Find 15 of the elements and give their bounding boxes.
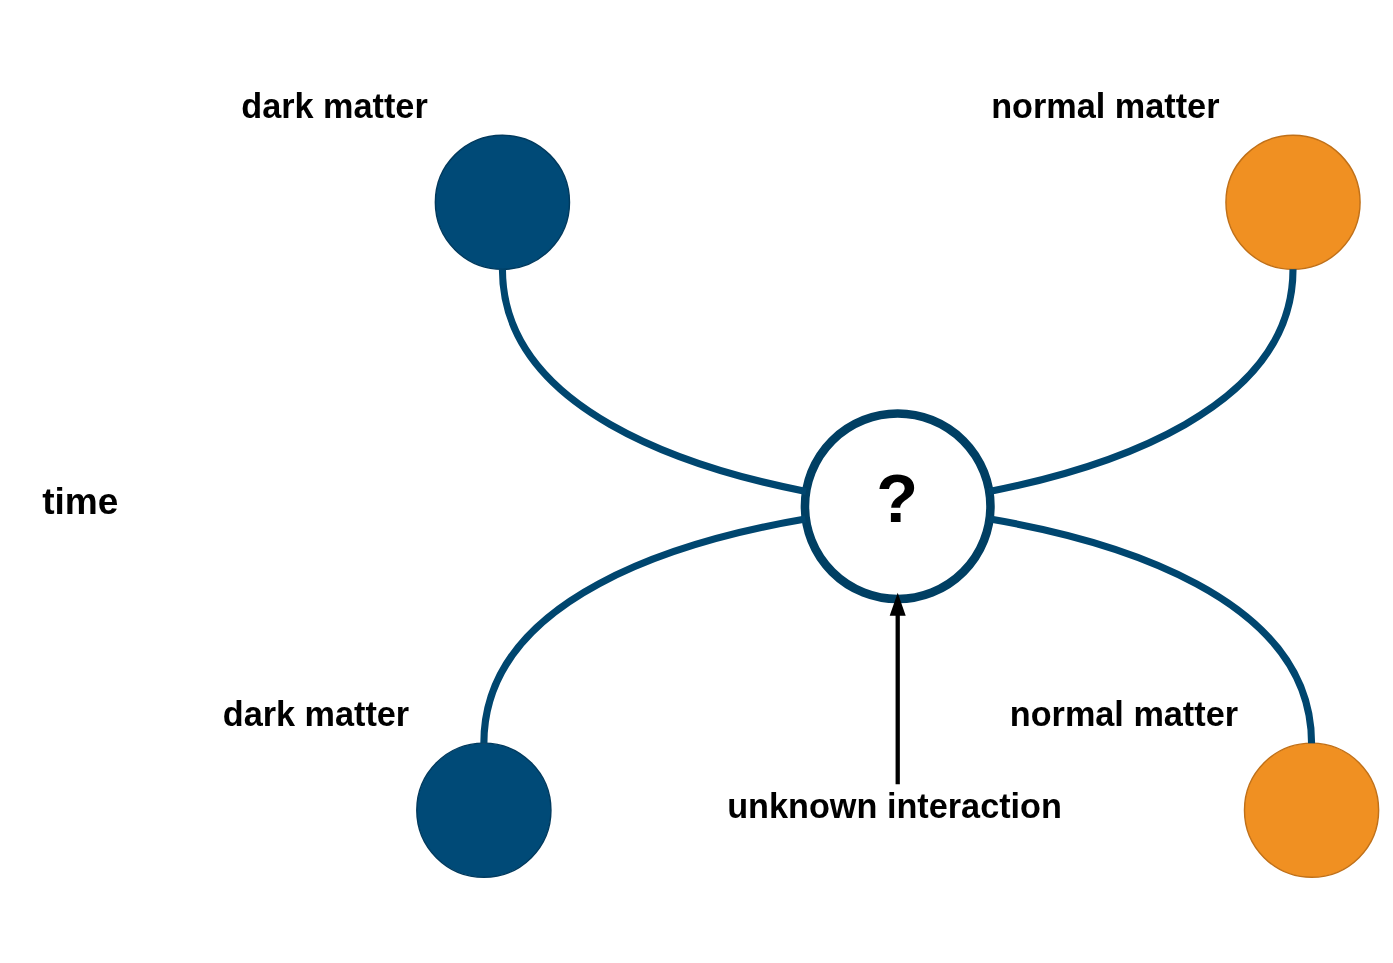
connector [988, 268, 1297, 495]
node-label: normal matter [991, 86, 1220, 125]
arrow [889, 592, 906, 784]
node-label: dark matter [241, 86, 428, 125]
node-circle [434, 134, 571, 270]
node-circle: ? [800, 408, 995, 603]
node-circle [1225, 134, 1361, 270]
node-circle [416, 741, 552, 878]
node-label: normal matter [1009, 694, 1239, 733]
connector [498, 268, 807, 495]
node-label: dark matter [222, 694, 410, 733]
label: time [42, 479, 119, 522]
node-text: unknown interaction [727, 786, 1062, 825]
node-circle [1243, 741, 1380, 878]
connector [480, 515, 806, 744]
